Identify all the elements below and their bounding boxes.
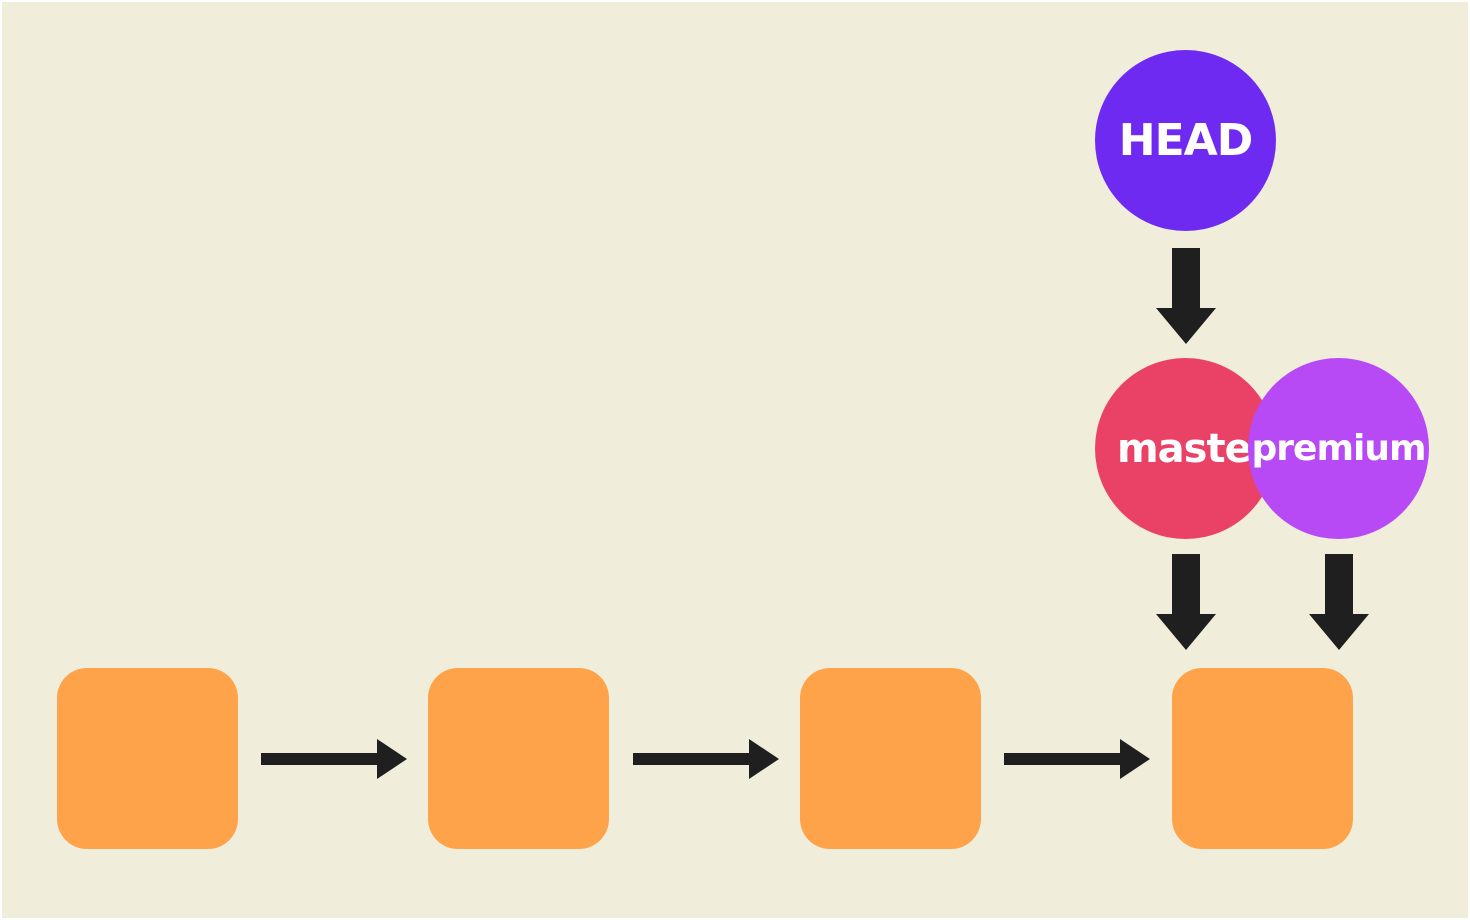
arrow-head	[377, 739, 407, 779]
ref-head-label: HEAD	[1118, 115, 1253, 166]
arrow-premium-to-commit-4	[1309, 554, 1369, 652]
arrow-shaft	[261, 753, 379, 765]
arrow-head	[1120, 739, 1150, 779]
arrow-head	[1156, 308, 1216, 344]
commit-node-3	[800, 668, 981, 849]
arrow-shaft	[1325, 554, 1353, 616]
commit-node-2	[428, 668, 609, 849]
ref-master-circle: master	[1095, 358, 1276, 539]
ref-premium-label: premium	[1251, 428, 1427, 469]
arrow-master-to-commit-4	[1156, 554, 1216, 652]
ref-head-circle: HEAD	[1095, 50, 1276, 231]
arrow-head	[1156, 614, 1216, 650]
arrow-shaft	[1172, 554, 1200, 616]
ref-master-label: master	[1117, 425, 1270, 472]
arrow-head	[749, 739, 779, 779]
arrow-shaft	[1004, 753, 1122, 765]
arrow-commit-1-to-2	[261, 731, 411, 787]
commit-node-4	[1172, 668, 1353, 849]
ref-premium-circle: premium	[1248, 358, 1429, 539]
arrow-shaft	[1172, 248, 1200, 310]
arrow-commit-3-to-4	[1004, 731, 1154, 787]
arrow-head	[1309, 614, 1369, 650]
arrow-commit-2-to-3	[633, 731, 783, 787]
commit-node-1	[57, 668, 238, 849]
arrow-head-to-master	[1156, 248, 1216, 346]
arrow-shaft	[633, 753, 751, 765]
